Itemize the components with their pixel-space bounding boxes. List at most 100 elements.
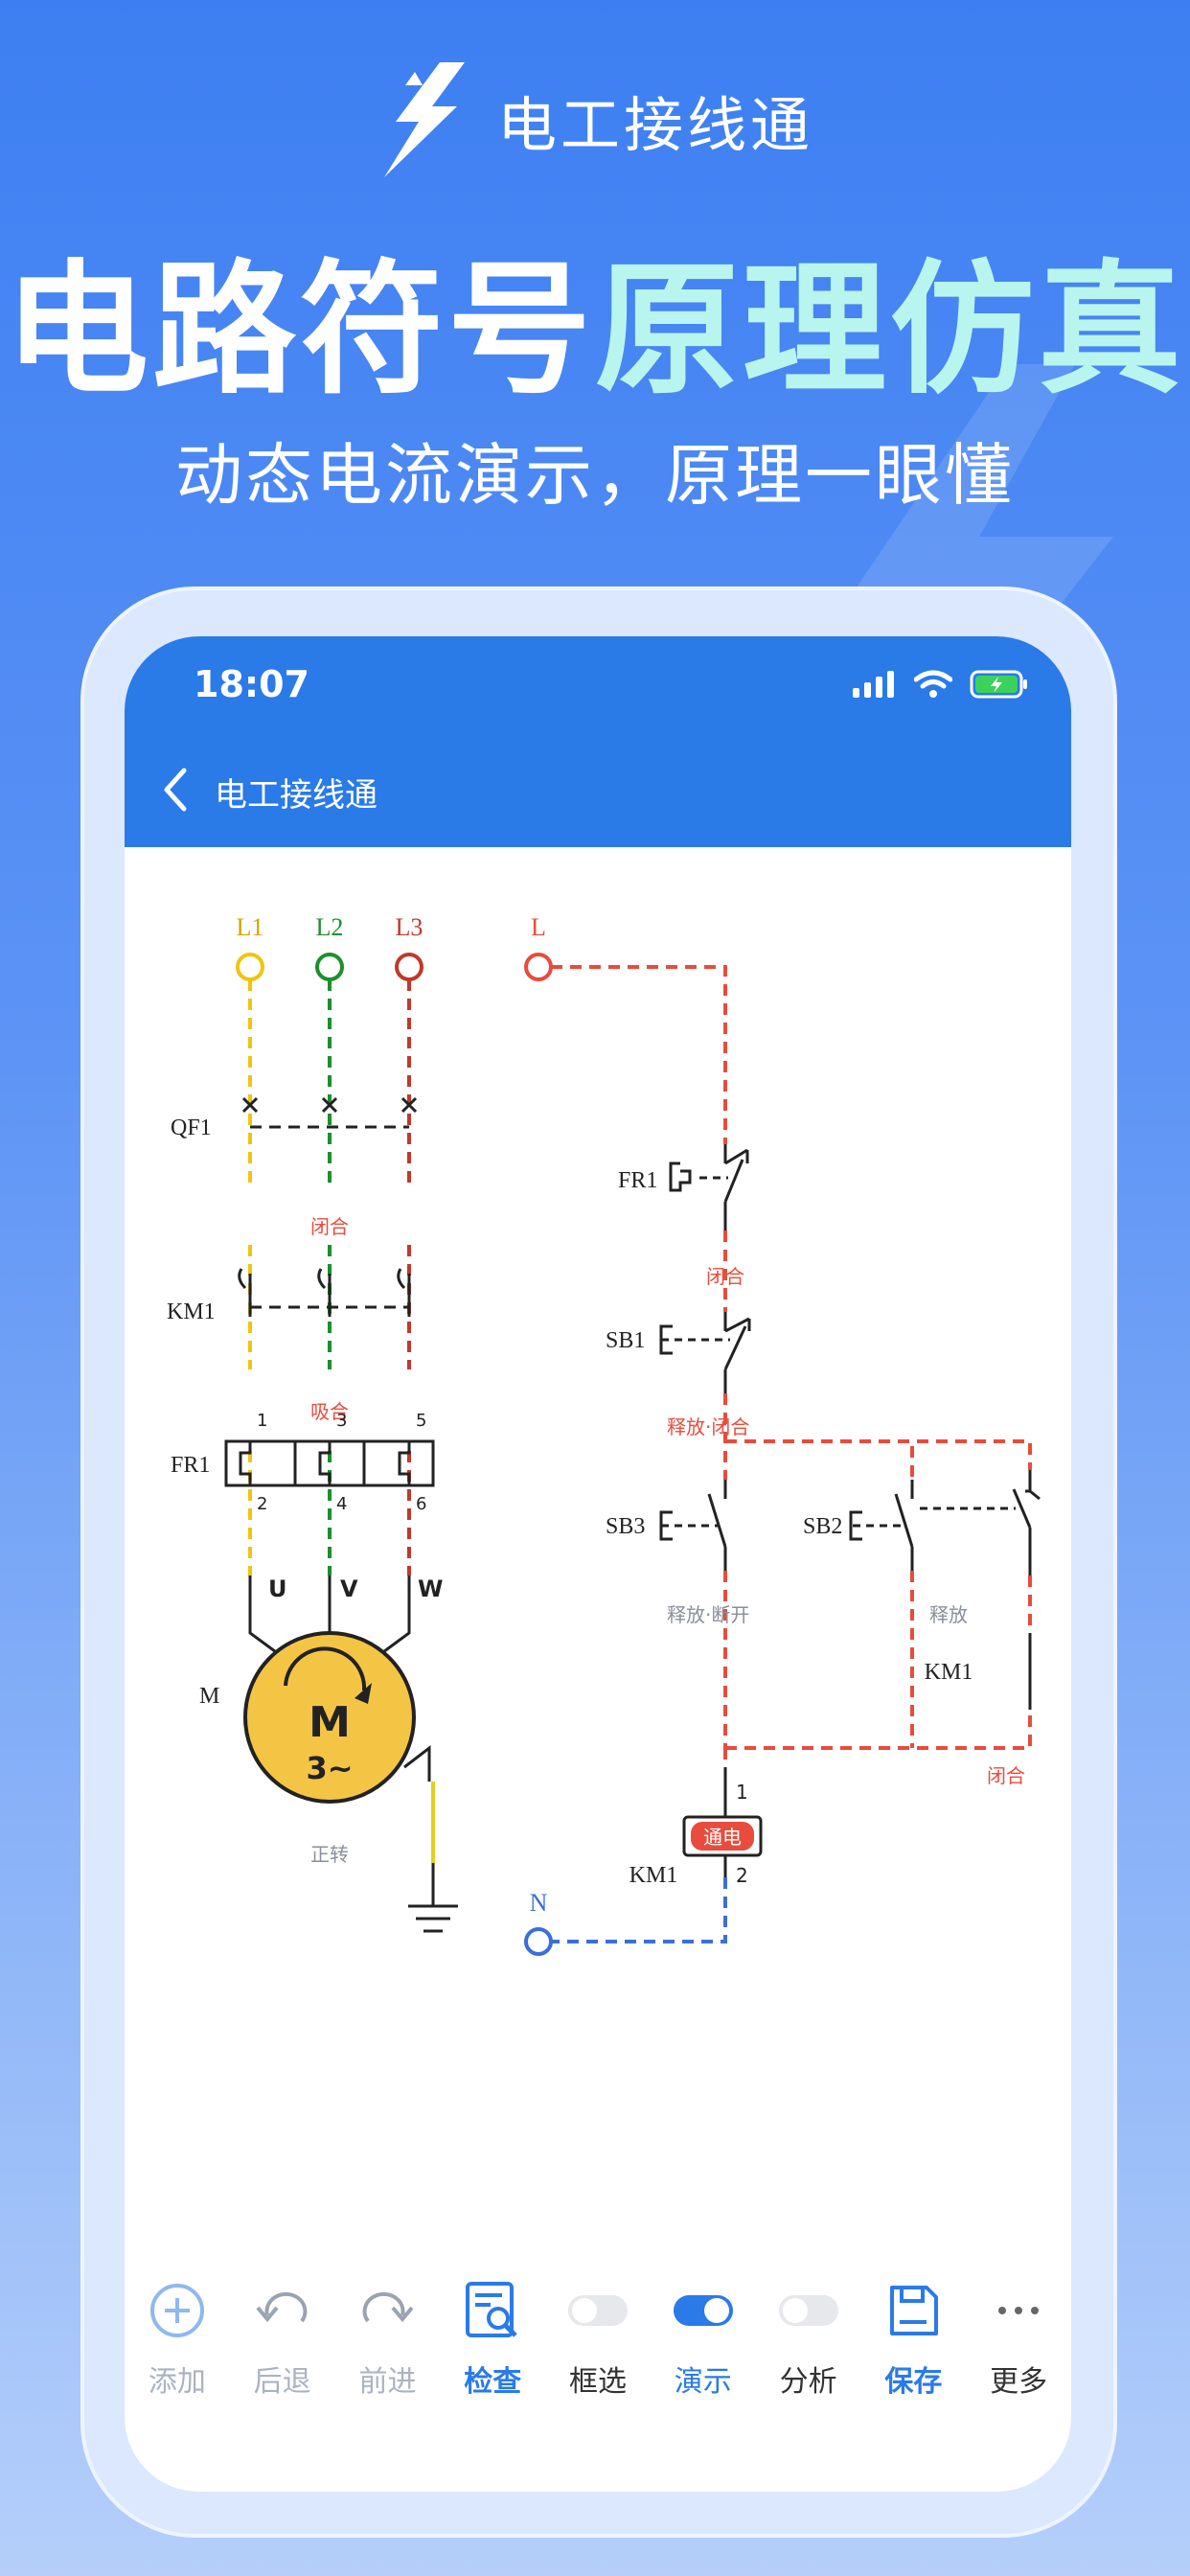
phase-label-l1: L1 [237,913,264,941]
sb2-label: SB2 [803,1514,842,1539]
save-label: 保存 [884,2365,943,2399]
terminal-1: 1 [257,1411,267,1431]
save-icon [890,2286,939,2335]
terminal-n[interactable] [524,1927,553,1956]
status-forward: 正转 [310,1843,349,1866]
headline: 电路符号原理仿真 [0,244,1190,417]
more-icon [998,2307,1040,2314]
coil-terminal-2: 2 [736,1864,748,1887]
sb1-status: 释放·闭合 [667,1415,749,1438]
terminal-3: 3 [336,1411,347,1431]
battery-charging-icon [970,670,1027,699]
more-button[interactable]: 更多 [966,2277,1071,2421]
brand-header: 电工接线通 [0,58,1190,182]
subline: 动态电流演示，原理一眼懂 [175,436,1015,515]
sb2-start-button[interactable] [849,1480,914,1571]
terminal-4: 4 [336,1494,347,1514]
motor-label: M [199,1684,219,1709]
terminal-2: 2 [257,1494,267,1514]
toggle-on-icon [673,2295,733,2326]
terminal-l[interactable] [524,953,553,981]
motor-leads [248,1576,411,1659]
status-icons [853,669,1029,700]
coil-badge: 通电 [703,1826,742,1849]
save-button[interactable]: 保存 [860,2277,966,2421]
undo-label: 后退 [253,2365,311,2399]
sb2-status: 释放 [929,1603,968,1626]
signal-icon [853,671,894,698]
thermal-relay-fr1[interactable] [224,1439,435,1487]
bottom-toolbar: 添加 后退 前进 检查 框选 演示 分析 保存 [125,2277,1071,2421]
terminal-l1[interactable] [236,953,264,981]
status-time: 18:07 [194,663,309,705]
neutral-wire [551,1877,727,1944]
phone-screen: 18:07 电工接线通 [125,636,1071,2492]
svg-text:3~: 3~ [306,1750,353,1786]
box-select-toggle[interactable]: 框选 [545,2277,651,2421]
terminal-l2[interactable] [315,953,344,981]
toggle-off-icon [568,2295,629,2326]
inspect-button[interactable]: 检查 [440,2277,545,2421]
terminal-l3[interactable] [395,953,423,981]
headline-part1: 电路符号 [4,247,595,414]
redo-label: 前进 [358,2365,417,2399]
undo-icon [256,2291,308,2323]
coil-label: KM1 [629,1863,678,1888]
phase-label-l3: L3 [396,913,423,941]
redo-icon [363,2291,414,2323]
headline-part2: 原理仿真 [595,247,1186,414]
back-arrow-icon[interactable] [151,761,199,818]
fr1-control-contact[interactable] [669,1144,749,1230]
fr1-control-status: 闭合 [706,1265,744,1288]
sb1-label: SB1 [606,1328,645,1353]
breaker-qf1[interactable] [241,1096,418,1129]
circuit-diagram: L1 L2 L3 QF1 闭合 [167,913,1041,1956]
contactor-km1-main[interactable] [238,1268,411,1317]
more-label: 更多 [990,2365,1048,2399]
sb1-stop-button[interactable] [659,1312,751,1393]
qf1-label: QF1 [171,1116,212,1140]
add-circle-icon [149,2284,204,2337]
km1-coil[interactable]: 通电 [682,1815,763,1857]
toggle-off-icon [778,2295,838,2326]
add-label: 添加 [148,2365,206,2399]
control-label-l: L [531,913,546,941]
status-pull: 吸合 [310,1400,349,1423]
control-label-n: N [530,1889,548,1917]
km1-main-label: KM1 [167,1300,216,1324]
status-closed-main: 闭合 [310,1215,349,1238]
terminal-u: U [268,1576,287,1602]
demo-toggle[interactable]: 演示 [651,2277,756,2421]
phase-label-l2: L2 [316,913,344,941]
motor-m[interactable]: M 3~ [243,1631,416,1804]
app-bar: 18:07 电工接线通 [125,636,1071,847]
ground-connection [403,1744,458,1933]
terminal-6: 6 [416,1494,426,1514]
fr1-control-label: FR1 [618,1168,657,1193]
wifi-icon [914,670,952,698]
undo-button[interactable]: 后退 [230,2277,335,2421]
inspect-icon [466,2282,518,2337]
sb3-label: SB3 [606,1514,645,1539]
coil-terminal-1: 1 [736,1781,748,1804]
app-title: 电工接线通 [215,776,378,815]
terminal-v: V [340,1576,358,1602]
km1-aux-status: 闭合 [987,1764,1025,1787]
redo-button[interactable]: 前进 [335,2277,441,2421]
inspect-label: 检查 [464,2365,522,2399]
analyze-toggle[interactable]: 分析 [756,2277,861,2421]
terminal-w: W [418,1576,443,1602]
km1-aux-contact[interactable] [920,1470,1041,1710]
add-button[interactable]: 添加 [125,2277,230,2421]
analyze-label: 分析 [779,2365,837,2399]
live-control-wire [551,965,1032,1767]
svg-text:M: M [309,1698,351,1747]
sb3-status: 释放·断开 [667,1603,749,1626]
demo-label: 演示 [674,2365,732,2399]
box-select-label: 框选 [569,2365,628,2399]
lightning-logo-icon [383,62,465,177]
fr1-main-label: FR1 [171,1453,210,1478]
terminal-5: 5 [416,1411,426,1431]
sb3-start-button[interactable] [659,1480,727,1571]
brand-name: 电工接线通 [496,90,813,160]
